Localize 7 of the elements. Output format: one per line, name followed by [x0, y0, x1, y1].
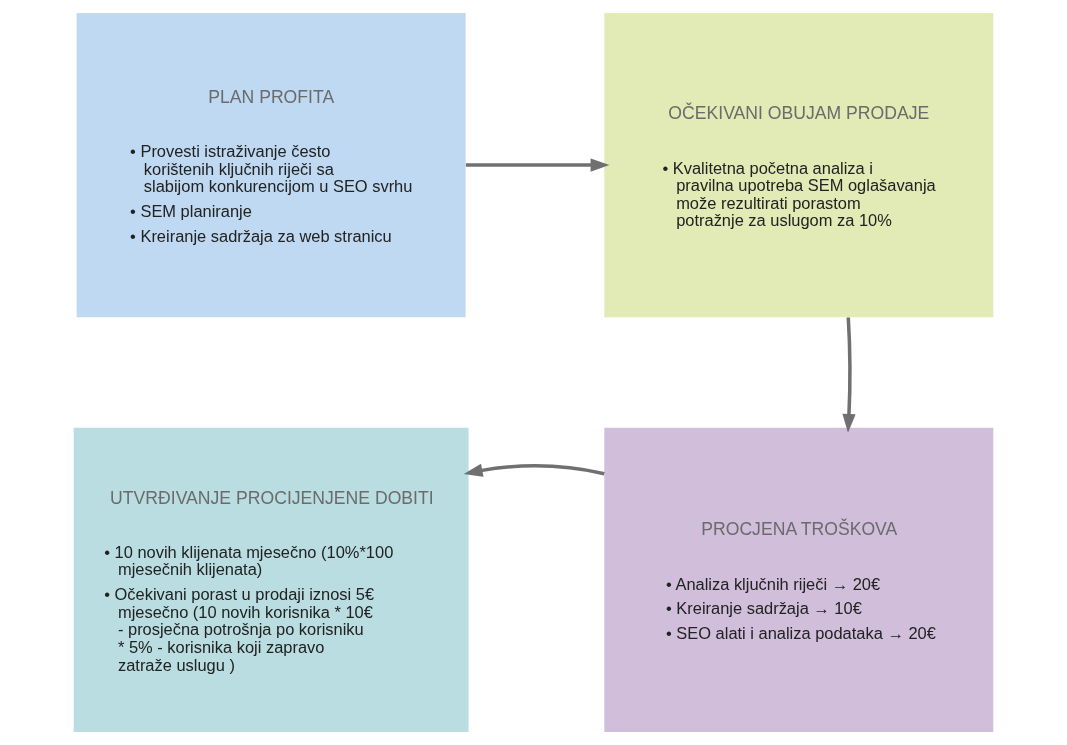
node-box: PROCJENA TROŠKOVA • Analiza ključnih riječi → 20€ • Kreiranje sadržaja → 10€ • SEO alati i analiza podataka → 20€ [604, 427, 994, 733]
arrow [465, 158, 610, 172]
node-box: UTVRĐIVANJE PROCIJENJENE DOBITI • 10 novih klijenata mjesečno (10%*100 mjesečnih klijenata) • Očekivani porast u prodaji iznosi 5€ mjesečno (10 novih korisnika * 10€ - prosječna potrošnja po korisniku * 5% - korisnika koji zapravo zatraže uslugu ) [73, 427, 469, 733]
arrow [463, 463, 605, 477]
node-box: OČEKIVANI OBUJAM PRODAJE • Kvalitetna početna analiza i pravilna upotreba SEM oglašavanja može rezultirati porastom potražnje za uslugom za 10% [604, 12, 994, 318]
node-box: PLAN PROFITA • Provesti istraživanje često korištenih ključnih riječi sa slabijom konkurencijom u SEO svrhu • SEM planiranje • Kreiranje sadržaja za web stranicu [76, 12, 466, 318]
arrow [842, 317, 856, 433]
